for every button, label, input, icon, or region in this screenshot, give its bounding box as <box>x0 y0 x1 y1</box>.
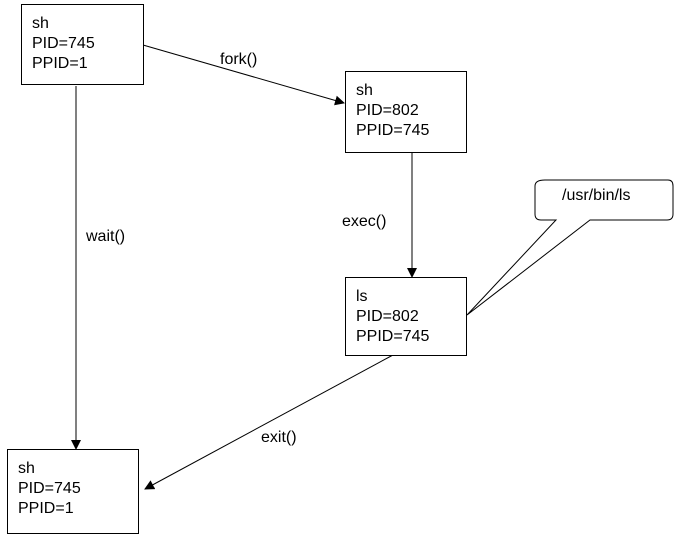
process-node-child-exec: ls PID=802 PPID=745 <box>345 277 467 356</box>
process-node-parent-start: sh PID=745 PPID=1 <box>21 4 144 85</box>
process-name: sh <box>32 15 49 32</box>
exec-label: exec() <box>342 213 387 230</box>
process-ppid: PPID=745 <box>356 122 430 139</box>
process-name: sh <box>18 460 35 477</box>
callout-bubble <box>466 179 674 316</box>
process-ppid: PPID=1 <box>18 500 74 517</box>
fork-arrow <box>142 44 345 106</box>
exit-label: exit() <box>261 429 297 446</box>
process-ppid: PPID=1 <box>32 55 88 72</box>
process-pid: PID=745 <box>18 480 81 497</box>
callout-text: /usr/bin/ls <box>562 187 631 204</box>
process-name: sh <box>356 82 373 99</box>
process-pid: PID=802 <box>356 102 419 119</box>
process-node-parent-end: sh PID=745 PPID=1 <box>7 449 139 534</box>
fork-label: fork() <box>220 51 258 68</box>
process-name: ls <box>356 288 368 305</box>
exit-arrow <box>144 354 394 490</box>
process-pid: PID=802 <box>356 308 419 325</box>
process-ppid: PPID=745 <box>356 328 430 345</box>
process-node-child-forked: sh PID=802 PPID=745 <box>345 71 467 153</box>
wait-label: wait() <box>86 228 126 245</box>
process-pid: PID=745 <box>32 35 95 52</box>
